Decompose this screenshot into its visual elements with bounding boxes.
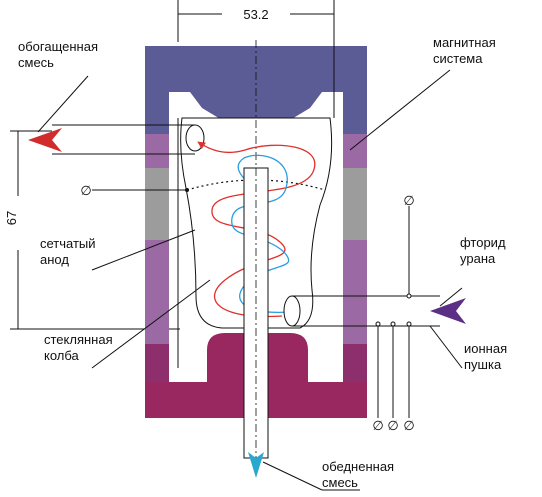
label-enriched-mix: обогащенная смесь [18, 39, 98, 70]
height-dimension-label: 67 [4, 211, 19, 225]
svg-text:ионная: ионная [464, 341, 507, 356]
anode-terminal: ∅ [80, 183, 189, 198]
magnet-left-column [145, 92, 169, 382]
depleted-mix-arrowhead [248, 452, 264, 478]
uranium-fluoride-arrowhead [430, 298, 466, 324]
svg-text:урана: урана [460, 251, 496, 266]
width-dimension: 53.2 [177, 0, 335, 42]
svg-text:система: система [433, 51, 483, 66]
label-ion-gun: ионная пушка [464, 341, 507, 372]
svg-text:колба: колба [44, 348, 80, 363]
svg-text:обогащенная: обогащенная [18, 39, 98, 54]
svg-text:фторид: фторид [460, 235, 506, 250]
enriched-mix-arrowhead [28, 128, 62, 152]
label-depleted-mix: обедненная смесь [322, 459, 394, 490]
label-glass-bulb: стеклянная колба [44, 332, 113, 363]
ground-symbol-icon: ∅ [403, 418, 414, 433]
ion-gun-tube [283, 295, 440, 327]
ground-symbol-icon: ∅ [80, 183, 91, 198]
ground-symbol-icon: ∅ [403, 193, 414, 208]
mesh-anode [186, 179, 326, 191]
ion-gun-electrodes: ∅ ∅ ∅ [372, 321, 415, 433]
svg-text:смесь: смесь [18, 55, 54, 70]
ground-symbol-icon: ∅ [387, 418, 398, 433]
svg-text:сетчатый: сетчатый [40, 236, 96, 251]
svg-text:анод: анод [40, 252, 69, 267]
svg-text:пушка: пушка [464, 357, 502, 372]
svg-text:смесь: смесь [322, 475, 358, 490]
svg-text:обедненная: обедненная [322, 459, 394, 474]
ion-gun-top-electrode: ∅ [403, 193, 415, 299]
width-dimension-label: 53.2 [243, 7, 268, 22]
label-magnetic-system: магнитная система [433, 35, 496, 66]
label-mesh-anode: сетчатый анод [40, 236, 96, 267]
ground-symbol-icon: ∅ [372, 418, 383, 433]
enriched-ion-trajectory [197, 141, 316, 318]
magnet-right-column [343, 92, 367, 382]
label-uranium-fluoride: фторид урана [460, 235, 506, 266]
magnet-top-block [145, 46, 367, 126]
svg-text:стеклянная: стеклянная [44, 332, 113, 347]
svg-text:магнитная: магнитная [433, 35, 496, 50]
